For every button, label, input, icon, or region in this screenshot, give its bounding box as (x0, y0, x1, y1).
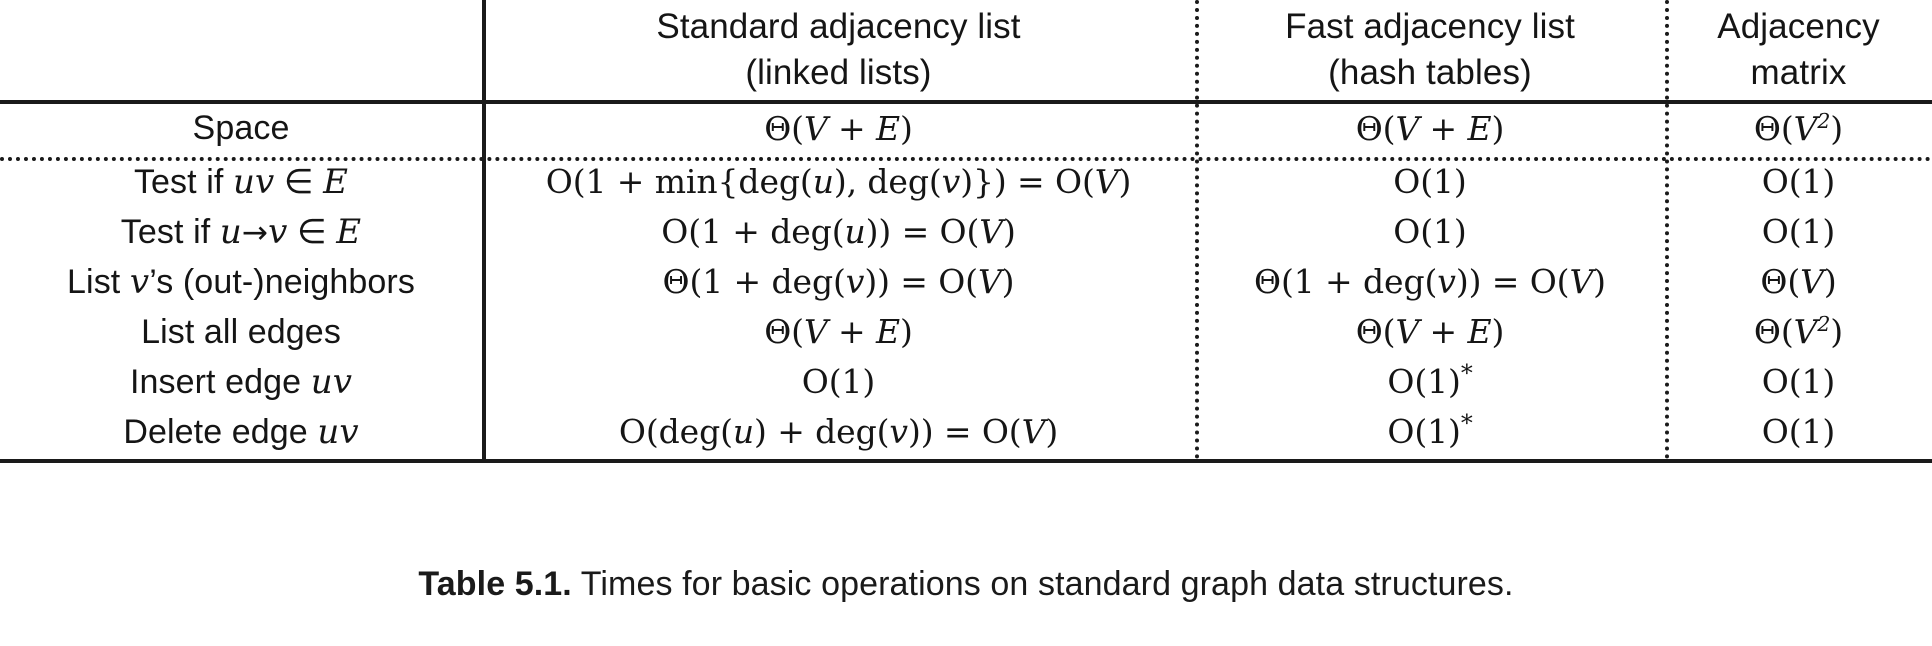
complexity-expression: Θ(V + E) (1355, 312, 1505, 351)
complexity-expression: O(1) (1761, 412, 1836, 451)
complexity-expression: Θ(V + E) (764, 312, 913, 351)
table-caption: Table 5.1. Times for basic operations on… (0, 565, 1932, 604)
cell-insert-edge-matrix: O(1) (1665, 357, 1932, 407)
graph-data-structure-times-table: Standard adjacency list (linked lists) F… (0, 0, 1932, 457)
cell-delete-edge-standard: O(deg(u) + deg(v)) = O(V) (482, 407, 1195, 457)
complexity-expression: O(1 + min{deg(u), deg(v)}) = O(V) (545, 162, 1132, 201)
column-header-matrix-line2: matrix (1750, 53, 1847, 92)
row-label-list-all-edges: List all edges (141, 312, 341, 351)
column-header-operation (0, 0, 482, 100)
cell-list-all-edges-standard: Θ(V + E) (482, 307, 1195, 357)
column-header-standard-line2: (linked lists) (745, 53, 932, 92)
complexity-expression: O(1)* (1387, 409, 1473, 451)
complexity-expression: O(1)* (1387, 359, 1473, 401)
cell-test-undirected-matrix: O(1) (1665, 157, 1932, 207)
complexity-expression: O(1 + deg(u)) = O(V) (661, 212, 1016, 251)
cell-insert-edge-standard: O(1) (482, 357, 1195, 407)
row-label-delete-edge: Delete edge uv (123, 412, 359, 452)
complexity-expression: O(1) (1393, 162, 1467, 201)
cell-insert-edge-fast: O(1)* (1195, 357, 1665, 407)
cell-delete-edge-fast: O(1)* (1195, 407, 1665, 457)
complexity-expression: O(deg(u) + deg(v)) = O(V) (618, 412, 1059, 451)
table-row-list-neighbors: List v’s (out-)neighbors Θ(1 + deg(v)) =… (0, 257, 1932, 307)
table-row-insert-edge: Insert edge uv O(1) O(1)* O(1) (0, 357, 1932, 407)
row-label-test-undirected-edge: Test if uv ∈ E (133, 162, 349, 202)
cell-test-directed-standard: O(1 + deg(u)) = O(V) (482, 207, 1195, 257)
complexity-expression: O(1) (1393, 212, 1467, 251)
column-header-standard-adjacency-list: Standard adjacency list (linked lists) (482, 0, 1195, 100)
column-header-standard-line1: Standard adjacency list (656, 6, 1021, 46)
cell-list-neighbors-matrix: Θ(V) (1665, 257, 1932, 307)
cell-test-directed-matrix: O(1) (1665, 207, 1932, 257)
complexity-expression: O(1) (1761, 212, 1836, 251)
cell-test-undirected-fast: O(1) (1195, 157, 1665, 207)
cell-delete-edge-matrix: O(1) (1665, 407, 1932, 457)
cell-space-fast: Θ(V + E) (1195, 100, 1665, 157)
table-row-delete-edge: Delete edge uv O(deg(u) + deg(v)) = O(V)… (0, 407, 1932, 457)
complexity-expression: O(1) (1761, 162, 1836, 201)
complexity-expression: Θ(V2) (1753, 312, 1844, 351)
complexity-expression: Θ(1 + deg(v)) = O(V) (1254, 262, 1606, 301)
column-header-fast-adjacency-list: Fast adjacency list (hash tables) (1195, 0, 1665, 100)
cell-test-undirected-standard: O(1 + min{deg(u), deg(v)}) = O(V) (482, 157, 1195, 207)
cell-list-neighbors-fast: Θ(1 + deg(v)) = O(V) (1195, 257, 1665, 307)
cell-space-standard: Θ(V + E) (482, 100, 1195, 157)
column-header-fast-line2: (hash tables) (1328, 53, 1532, 92)
complexity-expression: Θ(V + E) (764, 108, 913, 148)
complexity-expression: O(1) (801, 362, 876, 401)
column-header-matrix-line1: Adjacency (1717, 6, 1880, 46)
complexity-expression: Θ(V2) (1753, 108, 1844, 148)
cell-list-all-edges-matrix: Θ(V2) (1665, 307, 1932, 357)
row-label-insert-edge: Insert edge uv (129, 362, 353, 402)
table-bottom-rule-solid (0, 459, 1932, 463)
table-caption-text: Times for basic operations on standard g… (580, 565, 1514, 603)
row-label-list-neighbors: List v’s (out-)neighbors (67, 262, 415, 302)
complexity-expression: Θ(V + E) (1355, 108, 1505, 148)
cell-space-matrix: Θ(V2) (1665, 100, 1932, 157)
table-caption-label: Table 5.1. (418, 565, 572, 603)
table-row-test-undirected-edge: Test if uv ∈ E O(1 + min{deg(u), deg(v)}… (0, 157, 1932, 207)
cell-list-neighbors-standard: Θ(1 + deg(v)) = O(V) (482, 257, 1195, 307)
table-header-row: Standard adjacency list (linked lists) F… (0, 0, 1932, 100)
complexity-expression: O(1) (1761, 362, 1836, 401)
cell-test-directed-fast: O(1) (1195, 207, 1665, 257)
row-label-space: Space (192, 109, 290, 147)
cell-list-all-edges-fast: Θ(V + E) (1195, 307, 1665, 357)
row-label-test-directed-edge: Test if u→v ∈ E (120, 212, 362, 252)
column-header-adjacency-matrix: Adjacency matrix (1665, 0, 1932, 100)
table-row-test-directed-edge: Test if u→v ∈ E O(1 + deg(u)) = O(V) O(1… (0, 207, 1932, 257)
complexity-expression: Θ(V) (1760, 262, 1837, 301)
table-row-list-all-edges: List all edges Θ(V + E) Θ(V + E) Θ(V2) (0, 307, 1932, 357)
complexity-expression: Θ(1 + deg(v)) = O(V) (662, 262, 1015, 301)
table-row-space: Space Θ(V + E) Θ(V + E) Θ(V2) (0, 100, 1932, 157)
column-header-fast-line1: Fast adjacency list (1285, 6, 1575, 46)
